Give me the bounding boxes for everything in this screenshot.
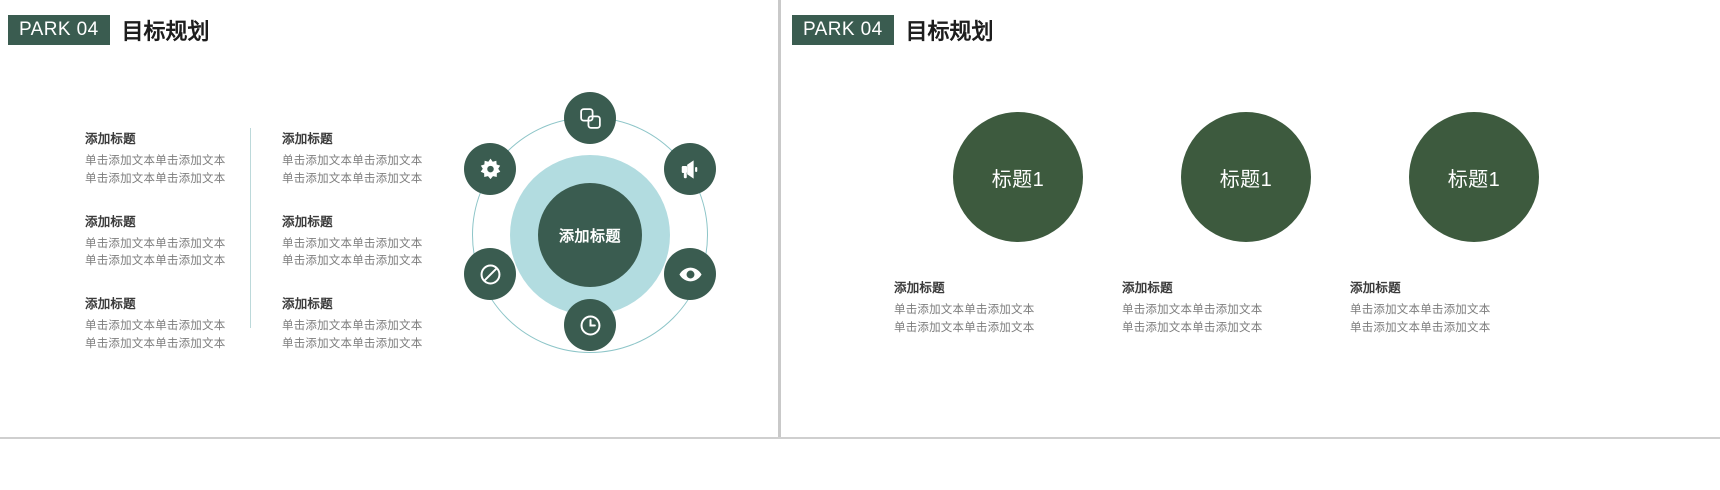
hub-node-megaphone[interactable] (664, 143, 716, 195)
slide-right-header-badge: PARK 04 (792, 15, 894, 45)
feature-caption-body: 单击添加文本单击添加文本 单击添加文本单击添加文本 (894, 304, 1035, 334)
text-block-body: 单击添加文本单击添加文本 单击添加文本单击添加文本 (85, 320, 226, 351)
text-column-1: 添加标题 单击添加文本单击添加文本 单击添加文本单击添加文本 添加标题 单击添加… (85, 128, 260, 376)
text-block-body: 单击添加文本单击添加文本 单击添加文本单击添加文本 (282, 237, 423, 268)
text-block-title: 添加标题 (282, 132, 333, 146)
text-block-title: 添加标题 (85, 214, 136, 229)
text-block-body: 单击添加文本单击添加文本 单击添加文本单击添加文本 (85, 155, 226, 185)
hub-node-eye[interactable] (664, 248, 716, 300)
feature-caption: 添加标题 单击添加文本单击添加文本 单击添加文本单击添加文本 (894, 277, 1142, 338)
text-block-title: 添加标题 (282, 297, 333, 312)
text-block-title: 添加标题 (85, 297, 136, 312)
slide-divider (778, 0, 781, 437)
feature-circle[interactable]: 标题1 (1409, 112, 1539, 242)
slide-right-header: PARK 04 目标规划 (792, 14, 994, 46)
clock-icon (578, 313, 603, 338)
circle-group-2: 标题1 添加标题 单击添加文本单击添加文本 单击添加文本单击添加文本 (1122, 112, 1370, 338)
layers-icon (578, 106, 603, 131)
hub-node-ban[interactable] (464, 248, 516, 300)
feature-caption-body: 单击添加文本单击添加文本 单击添加文本单击添加文本 (1350, 304, 1491, 334)
feature-circle-label: 标题1 (1219, 168, 1273, 191)
gear-icon (478, 157, 503, 182)
hub-node-gear[interactable] (464, 143, 516, 195)
text-block: 添加标题 单击添加文本单击添加文本 单击添加文本单击添加文本 (282, 211, 457, 272)
slide-left-header: PARK 04 目标规划 (8, 14, 210, 46)
circle-group-1: 标题1 添加标题 单击添加文本单击添加文本 单击添加文本单击添加文本 (894, 112, 1142, 338)
feature-circle[interactable]: 标题1 (1181, 112, 1311, 242)
column-divider (250, 128, 251, 328)
slide-left: PARK 04 目标规划 添加标题 单击添加文本单击添加文本 单击添加文本单击添… (0, 0, 778, 490)
hub-diagram: 添加标题 (430, 75, 750, 395)
megaphone-icon (678, 157, 703, 182)
slide-left-header-title: 目标规划 (121, 19, 210, 44)
feature-caption: 添加标题 单击添加文本单击添加文本 单击添加文本单击添加文本 (1350, 277, 1598, 338)
text-block: 添加标题 单击添加文本单击添加文本 单击添加文本单击添加文本 (282, 293, 457, 354)
text-block: 添加标题 单击添加文本单击添加文本 单击添加文本单击添加文本 (85, 128, 260, 189)
text-block-body: 单击添加文本单击添加文本 单击添加文本单击添加文本 (282, 155, 423, 185)
feature-circle-label: 标题1 (991, 168, 1045, 191)
feature-caption-title: 添加标题 (894, 281, 945, 295)
slide-left-header-badge: PARK 04 (8, 15, 110, 45)
text-block-body: 单击添加文本单击添加文本 单击添加文本单击添加文本 (282, 320, 423, 351)
text-block: 添加标题 单击添加文本单击添加文本 单击添加文本单击添加文本 (85, 293, 260, 354)
feature-caption-title: 添加标题 (1122, 281, 1173, 295)
circle-group-3: 标题1 添加标题 单击添加文本单击添加文本 单击添加文本单击添加文本 (1350, 112, 1598, 338)
hub-node-clock[interactable] (564, 299, 616, 351)
hub-center-label: 添加标题 (558, 227, 621, 245)
feature-caption-body: 单击添加文本单击添加文本 单击添加文本单击添加文本 (1122, 304, 1263, 334)
feature-circle-label: 标题1 (1447, 168, 1501, 191)
text-block-body: 单击添加文本单击添加文本 单击添加文本单击添加文本 (85, 237, 226, 268)
text-block-title: 添加标题 (282, 214, 333, 229)
text-block: 添加标题 单击添加文本单击添加文本 单击添加文本单击添加文本 (85, 211, 260, 272)
feature-circle[interactable]: 标题1 (953, 112, 1083, 242)
feature-caption: 添加标题 单击添加文本单击添加文本 单击添加文本单击添加文本 (1122, 277, 1370, 338)
text-block: 添加标题 单击添加文本单击添加文本 单击添加文本单击添加文本 (282, 128, 457, 189)
slide-right: PARK 04 目标规划 标题1 添加标题 单击添加文本单击添加文本 单击添加文… (782, 0, 1720, 490)
bottom-rule (0, 437, 1720, 439)
ban-icon (478, 262, 503, 287)
hub-center-circle[interactable]: 添加标题 (538, 183, 642, 287)
hub-node-layers[interactable] (564, 92, 616, 144)
eye-icon (678, 262, 703, 287)
text-block-title: 添加标题 (85, 132, 136, 146)
slide-right-header-title: 目标规划 (905, 19, 994, 44)
feature-caption-title: 添加标题 (1350, 281, 1401, 295)
text-column-2: 添加标题 单击添加文本单击添加文本 单击添加文本单击添加文本 添加标题 单击添加… (282, 128, 457, 376)
